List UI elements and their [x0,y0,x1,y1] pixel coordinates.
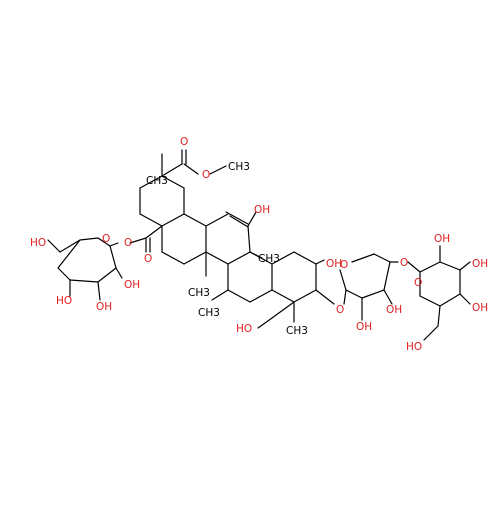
atom-label-oh-xyl-c2: OH [356,321,372,333]
atom-label-oh-xyl-c3: OH [386,304,402,316]
bond-lines [47,149,471,341]
atom-label-ch3-c14: CH3 [188,287,210,299]
atom-label-oh-glc2-c4: OH [472,302,488,314]
atom-label-ch3-c4: CH3 [286,325,308,337]
atom-label-o-c3-glycosidic: O [336,304,344,316]
atom-label-o-ester-carbonyl-left: O [144,253,152,265]
atom-label-oh-left-glc-c4: OH [96,301,112,313]
atom-label-ho-c23: HO [236,323,252,335]
atom-label-o-methyl-ester-link: O [202,169,210,181]
atom-label-oh-glc2-c3: OH [472,258,488,270]
atom-label-ho-left-glc-c3: HO [56,295,72,307]
atom-label-o-xyl-ring: O [340,259,348,271]
atom-label-o-methyl-ester-carbonyl: O [180,136,188,148]
atom-label-oh-left-glc-c2: OH [124,279,140,291]
atom-label-ch3-c10: CH3 [198,307,220,319]
atom-label-ch3-c20: CH3 [146,175,168,187]
atom-label-ho-glc2-ch2oh: HO [406,341,422,353]
atom-label-o-glc2-ring: O [414,277,422,289]
atom-label-oh-glc2-c2: OH [434,233,450,245]
atom-label-oh-c2: OH [326,258,342,270]
atom-label-ho-left-glc-ch2oh: HO [30,237,46,249]
atom-label-oh-c11: OH [254,204,270,216]
atom-label-o-left-glycosidic: O [124,237,132,249]
atom-label-ch3-c8: CH3 [258,253,280,265]
atom-label-ch3-ester: CH3 [228,161,250,173]
atom-label-o-xyl-glc-link: O [400,257,408,269]
atom-label-o-left-glc-ring: O [102,233,110,245]
